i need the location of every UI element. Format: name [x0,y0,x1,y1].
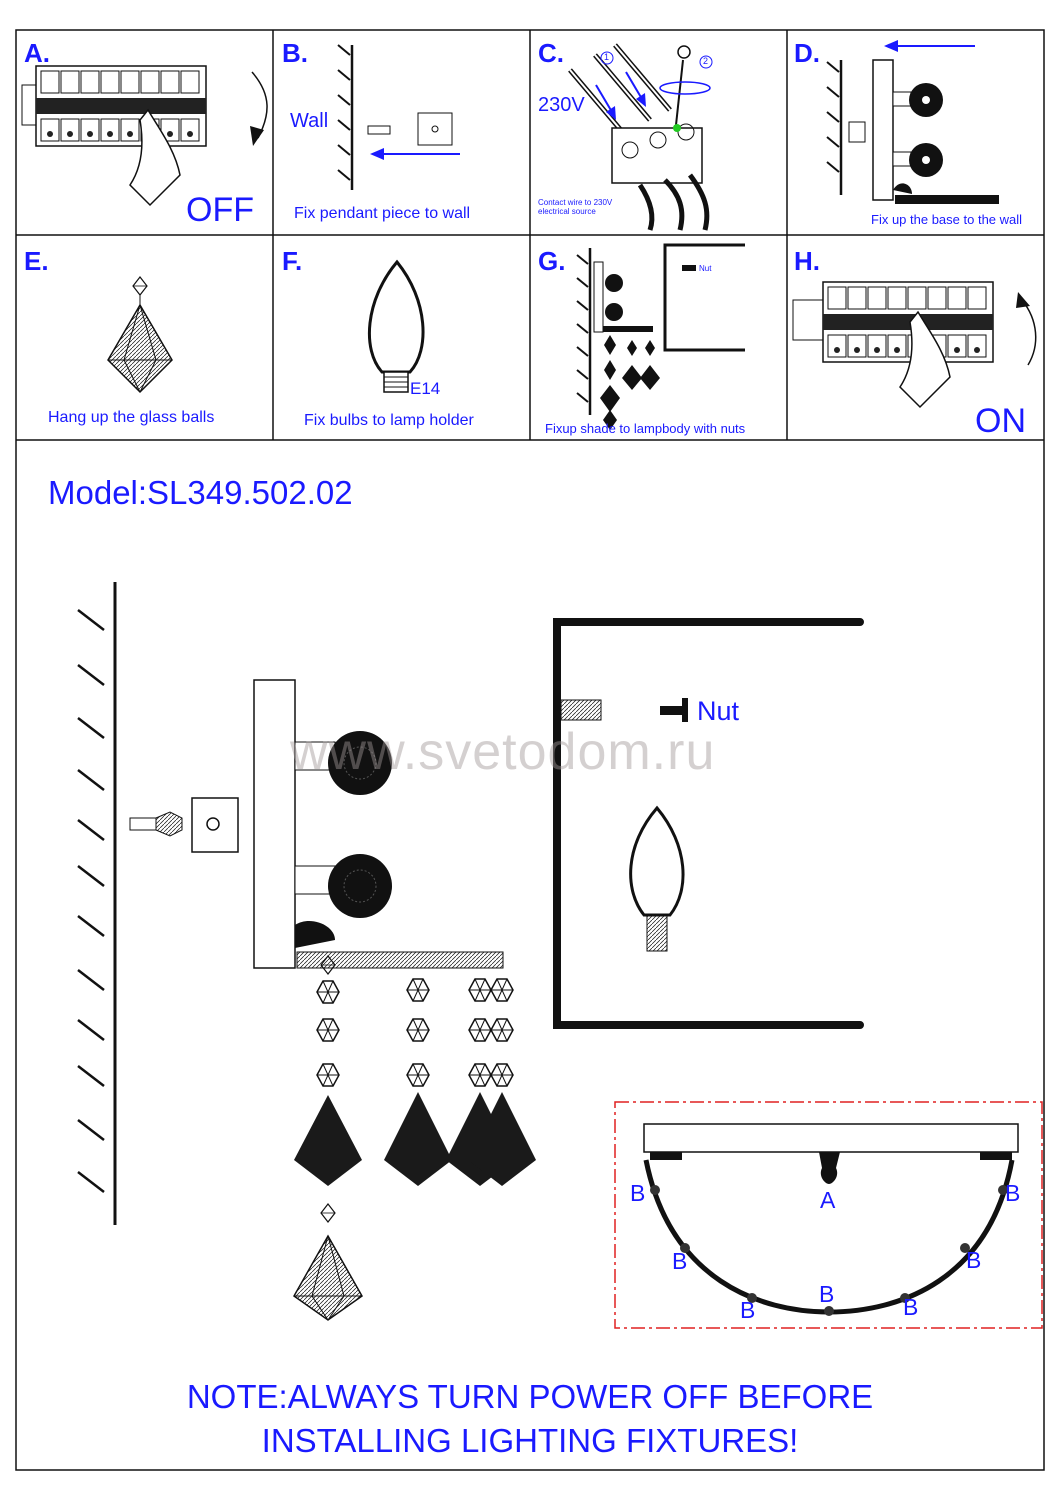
detail-box [614,1101,1043,1329]
bulb-step [367,259,425,393]
shade-frame [553,618,864,1029]
detail-label-b: B [672,1248,688,1274]
wire-marker-2: 2 [703,56,709,66]
shade-step [576,243,745,430]
step-c-note-2: electrical source [538,207,596,216]
step-e-caption: Hang up the glass balls [48,409,215,426]
step-h-letter: H. [794,246,820,276]
safety-note-line-1: NOTE:ALWAYS TURN POWER OFF BEFORE [186,1378,874,1415]
watermark: www.svetodom.ru [290,723,716,781]
detail-label-b: B [819,1281,835,1307]
detail-label-a: A [820,1187,836,1213]
detail-label-b: B [903,1294,919,1320]
breaker-panel-off [21,65,268,207]
step-c-note-1: Contact wire to 230V [538,198,613,207]
step-f-caption: Fix bulbs to lamp holder [304,412,474,429]
base-to-wall-step [826,40,999,204]
step-a-letter: A. [24,38,50,68]
step-d-letter: D. [794,38,820,68]
step-f-letter: F. [282,246,303,276]
main-bulb [629,805,685,952]
voltage-label: 230V [538,94,585,116]
step-b-caption: Fix pendant piece to wall [294,205,471,222]
hand-icon [129,108,181,207]
crystal-strands [293,955,536,1321]
detail-label-b: B [1005,1180,1021,1206]
nut-label: Nut [697,696,740,726]
step-b-letter: B. [282,38,308,68]
model-number: Model:SL349.502.02 [48,474,353,511]
safety-note-line-2: INSTALLING LIGHTING FIXTURES! [261,1422,799,1459]
step-e-letter: E. [24,246,49,276]
step-g-letter: G. [538,246,566,276]
step-h-on-label: ON [975,402,1026,440]
wall-anchor-and-plate [129,797,239,853]
step-g-caption: Fixup shade to lampbody with nuts [545,421,746,436]
wall-label: Wall [290,110,329,132]
detail-label-b: B [966,1247,982,1273]
lamp-base [253,679,504,969]
wall-mount-plate-step [337,44,460,190]
wiring-step [568,43,713,231]
wire-marker-1: 1 [604,52,610,62]
breaker-panel-on [792,281,1037,409]
glass-crystal-step [107,276,173,394]
step-a-off-label: OFF [186,191,254,229]
step-g-nut-label: Nut [699,264,712,273]
detail-label-b: B [630,1180,646,1206]
step-c-letter: C. [538,38,564,68]
step-d-caption: Fix up the base to the wall [871,212,1023,227]
bulb-type-label: E14 [410,379,441,398]
main-wall [77,582,117,1225]
detail-label-b: B [740,1297,756,1323]
